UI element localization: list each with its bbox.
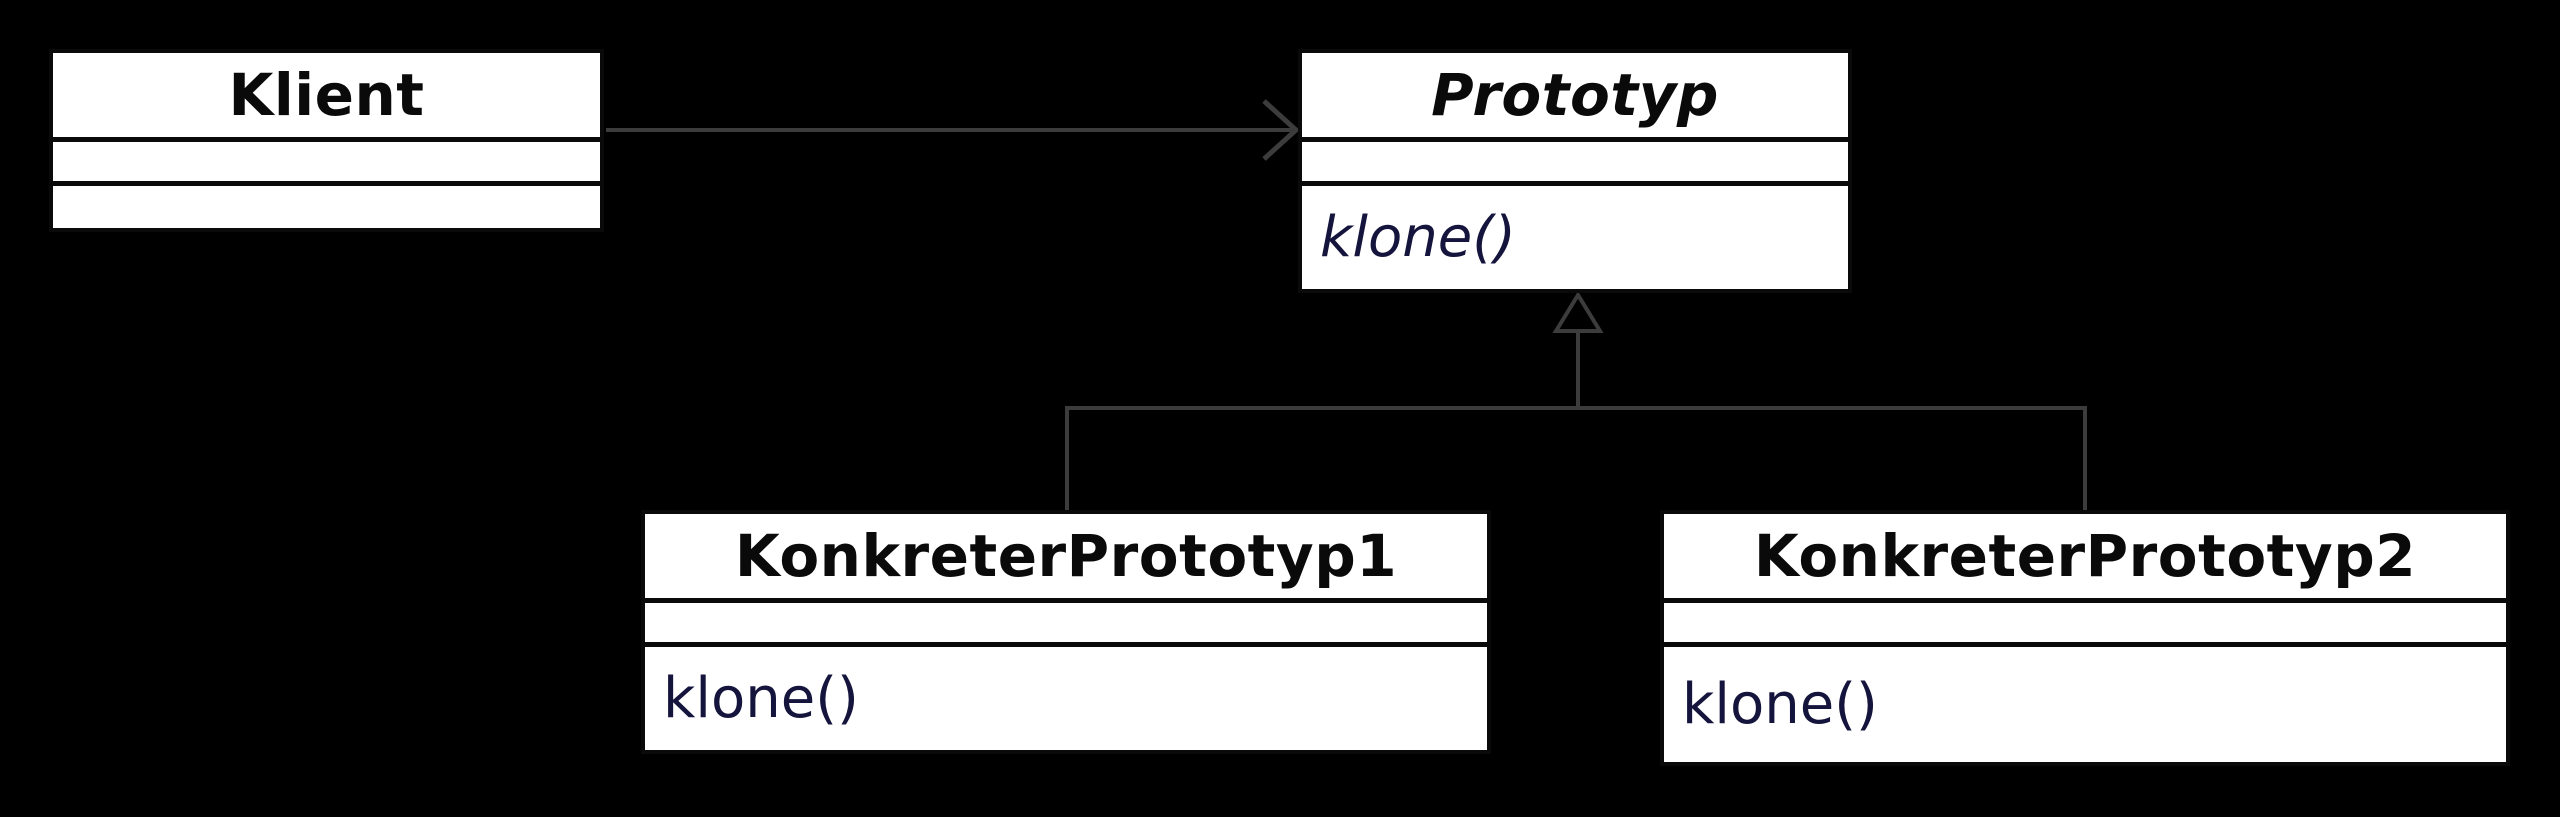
method-label-konkreterprototyp2-klone: klone() bbox=[1682, 672, 1878, 737]
open-arrowhead-icon bbox=[1262, 99, 1300, 161]
class-box-klient: Klient bbox=[49, 49, 604, 232]
method-label-konkreterprototyp1-klone: klone() bbox=[663, 666, 859, 731]
attributes-compartment-klient bbox=[53, 137, 600, 181]
inheritance-triangle-icon bbox=[1552, 291, 1604, 333]
methods-compartment-klient bbox=[53, 181, 600, 228]
generalization-bus-line bbox=[1065, 406, 2087, 510]
attributes-compartment-konkreterprototyp1 bbox=[645, 598, 1487, 642]
class-box-konkreterprototyp1: KonkreterPrototyp1 klone() bbox=[641, 510, 1491, 754]
class-box-prototyp: Prototyp klone() bbox=[1298, 49, 1852, 293]
class-name-klient: Klient bbox=[228, 61, 425, 129]
class-name-prototyp: Prototyp bbox=[1431, 61, 1719, 129]
method-label-prototyp-klone: klone() bbox=[1320, 205, 1516, 270]
attributes-compartment-konkreterprototyp2 bbox=[1664, 598, 2506, 642]
class-name-konkreterprototyp2: KonkreterPrototyp2 bbox=[1753, 522, 2417, 590]
attributes-compartment-prototyp bbox=[1302, 137, 1848, 181]
class-name-konkreterprototyp1: KonkreterPrototyp1 bbox=[734, 522, 1398, 590]
class-box-konkreterprototyp2: KonkreterPrototyp2 klone() bbox=[1660, 510, 2510, 766]
methods-compartment-prototyp: klone() bbox=[1302, 181, 1848, 289]
methods-compartment-konkreterprototyp2: klone() bbox=[1664, 642, 2506, 762]
methods-compartment-konkreterprototyp1: klone() bbox=[645, 642, 1487, 750]
